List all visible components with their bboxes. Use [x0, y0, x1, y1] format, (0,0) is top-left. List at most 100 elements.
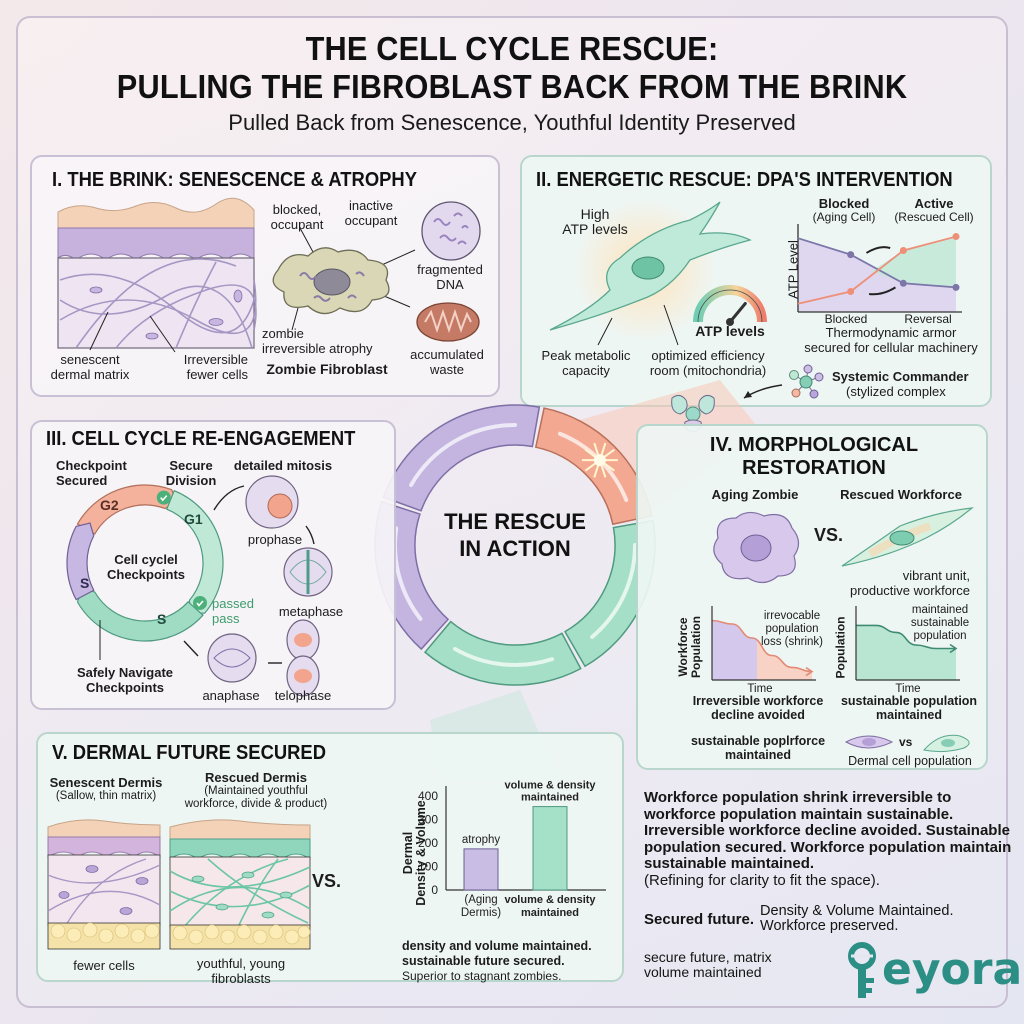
- senescent-skin-illustration: [57, 197, 257, 349]
- bar-ytick-0: 0: [431, 883, 438, 897]
- keyora-logo: eyora: [838, 942, 1022, 1002]
- conclusion-2: sustainable future secured.: [402, 954, 565, 968]
- center-label: THE RESCUE IN ACTION: [444, 509, 586, 561]
- label-vs-dermis: VS.: [312, 871, 342, 891]
- bar-1: [532, 806, 568, 891]
- bar-ytick-4: 400: [418, 789, 438, 803]
- panel-morphological-title: IV. MORPHOLOGICAL RESTORATION: [709, 434, 919, 479]
- label-rescued-workforce: Rescued Workforce: [840, 487, 962, 502]
- decline-chart-area-early: [712, 620, 757, 680]
- atp-point-0-3: [952, 283, 960, 291]
- bar-0: [463, 848, 499, 891]
- label-atp-levels-gauge: ATP levels: [695, 323, 765, 339]
- label-thermodynamic-armor: Thermodynamic armor secured for cellular…: [804, 325, 978, 355]
- label-checkpoint-secured: Checkpoint Secured: [56, 458, 127, 488]
- atp-line-0: [797, 237, 957, 289]
- atp-arrow-down: [868, 286, 896, 296]
- bar-category-1-line2: maintained: [521, 907, 579, 919]
- cell-cycle-diagram: [66, 484, 224, 642]
- label-accumulated-waste: accumulated waste: [410, 347, 484, 377]
- caption-poplforce: sustainable poplrforce maintained: [690, 734, 826, 762]
- checkpoint-check-icon-0: [156, 490, 171, 505]
- bar-category-0-line1: (Aging: [464, 894, 497, 906]
- panel-dermal-future-title: V. DERMAL FUTURE SECURED: [52, 742, 326, 764]
- sustain-chart-area: [856, 625, 956, 680]
- checkpoint-check-icon-1: [193, 595, 208, 610]
- conclusion-1: density and volume maintained.: [402, 939, 592, 953]
- label-maintained-youthful: (Maintained youthful workforce, divide &…: [184, 785, 328, 810]
- subtitle: Pulled Back from Senescence, Youthful Id…: [228, 110, 796, 135]
- key-icon: [848, 942, 876, 998]
- panel-energetic-title: II. ENERGETIC RESCUE: DPA'S INTERVENTION: [536, 169, 953, 191]
- header: THE CELL CYCLE RESCUE: PULLING THE FIBRO…: [0, 30, 1024, 138]
- aging-zombie-cell-icon: [713, 511, 800, 584]
- label-sallow-matrix: (Sallow, thin matrix): [55, 790, 157, 802]
- atp-line-1: [797, 235, 957, 305]
- summary-note: (Refining for clarity to fit the space).: [644, 871, 880, 889]
- label-peak-metabolic: Peak metabolic capacity: [541, 348, 631, 378]
- atp-series-blocked-header: Blocked: [818, 196, 870, 211]
- decline-chart-line: [711, 619, 813, 673]
- senescent-dermis-illustration: [47, 819, 161, 950]
- secured-future-value: Density & Volume Maintained. Workforce p…: [760, 903, 954, 934]
- label-vs-small: vs: [899, 735, 913, 749]
- atp-gauge-icon: [693, 285, 767, 326]
- label-zombie-atrophy: zombie irreversible atrophy: [262, 326, 373, 356]
- phase-g1: G1: [184, 511, 203, 527]
- sustain-chart-line: [855, 624, 956, 650]
- phase-s-left: S: [80, 575, 90, 591]
- phase-s-bottom: S: [157, 611, 167, 627]
- label-rescued-dermis: Rescued Dermis: [205, 770, 307, 785]
- cycle-segment-s-left: [66, 522, 95, 601]
- rescue-ring-segment-3: [423, 620, 582, 686]
- title-line-2: PULLING THE FIBROBLAST BACK FROM THE BRI…: [116, 68, 908, 105]
- atp-series-active-header: Active: [914, 196, 954, 211]
- label-optimized-efficiency: optimized efficiency room (mitochondria): [649, 348, 767, 378]
- decline-ylabel: Workforce Population: [676, 616, 703, 678]
- rescued-dermis-illustration: [169, 819, 311, 950]
- label-vibrant-unit: vibrant unit, productive workforce: [850, 568, 970, 598]
- dermal-cell-comparison-icons: [844, 734, 970, 753]
- label-dermal-cell-population: Dermal cell population: [848, 754, 972, 768]
- prophase-cell-icon: [245, 475, 299, 529]
- atp-arrow-up: [865, 246, 891, 254]
- atp-series-blocked-sub: (Aging Cell): [812, 210, 876, 224]
- label-stylized-complex: (stylized complex: [846, 384, 946, 399]
- label-youthful-fibroblasts: youthful, young fibroblasts: [196, 956, 286, 986]
- sustain-annotation: maintained sustainable population: [910, 604, 970, 642]
- bar-category-0-line2: Dermis): [461, 907, 501, 919]
- atp-xtick-reversal: Reversal: [904, 312, 952, 326]
- bar-category-1-line1: volume & density: [504, 894, 596, 906]
- atp-point-1-1: [847, 288, 855, 295]
- label-vs-cells: VS.: [814, 525, 844, 545]
- atp-point-1-2: [899, 247, 907, 254]
- rescue-ring-arrow-3: [453, 646, 555, 667]
- telophase-cell-icon: [286, 619, 320, 697]
- sustain-ylabel: Population: [833, 616, 848, 679]
- label-anaphase: anaphase: [202, 688, 260, 703]
- atp-point-0-2: [899, 279, 907, 287]
- phase-g2: G2: [100, 497, 119, 513]
- label-zombie-fibroblast: Zombie Fibroblast: [266, 361, 388, 377]
- decline-xlabel: Time: [747, 683, 773, 695]
- rescue-ring-segment-0: [382, 404, 541, 512]
- atp-xtick-blocked: Blocked: [824, 312, 868, 326]
- checkmark-1: [196, 600, 204, 607]
- workforce-decline-chart: [711, 606, 816, 681]
- rescue-ring-arrow-0: [409, 423, 517, 487]
- rescued-fibroblast-glow-icon: [549, 198, 752, 342]
- bar-label-0: atrophy: [462, 834, 501, 846]
- summary-text: Workforce population shrink irreversible…: [644, 789, 1014, 889]
- label-fragmented-dna: fragmented DNA: [417, 262, 483, 292]
- atp-level-chart: [797, 224, 962, 313]
- label-secure-division: Secure Division: [165, 458, 217, 488]
- logo-text: eyora: [882, 944, 1023, 995]
- sustain-xlabel: Time: [895, 683, 921, 695]
- label-fewer-cells-dermis: fewer cells: [73, 958, 135, 973]
- conclusion-3: Superior to stagnant zombies.: [402, 969, 562, 983]
